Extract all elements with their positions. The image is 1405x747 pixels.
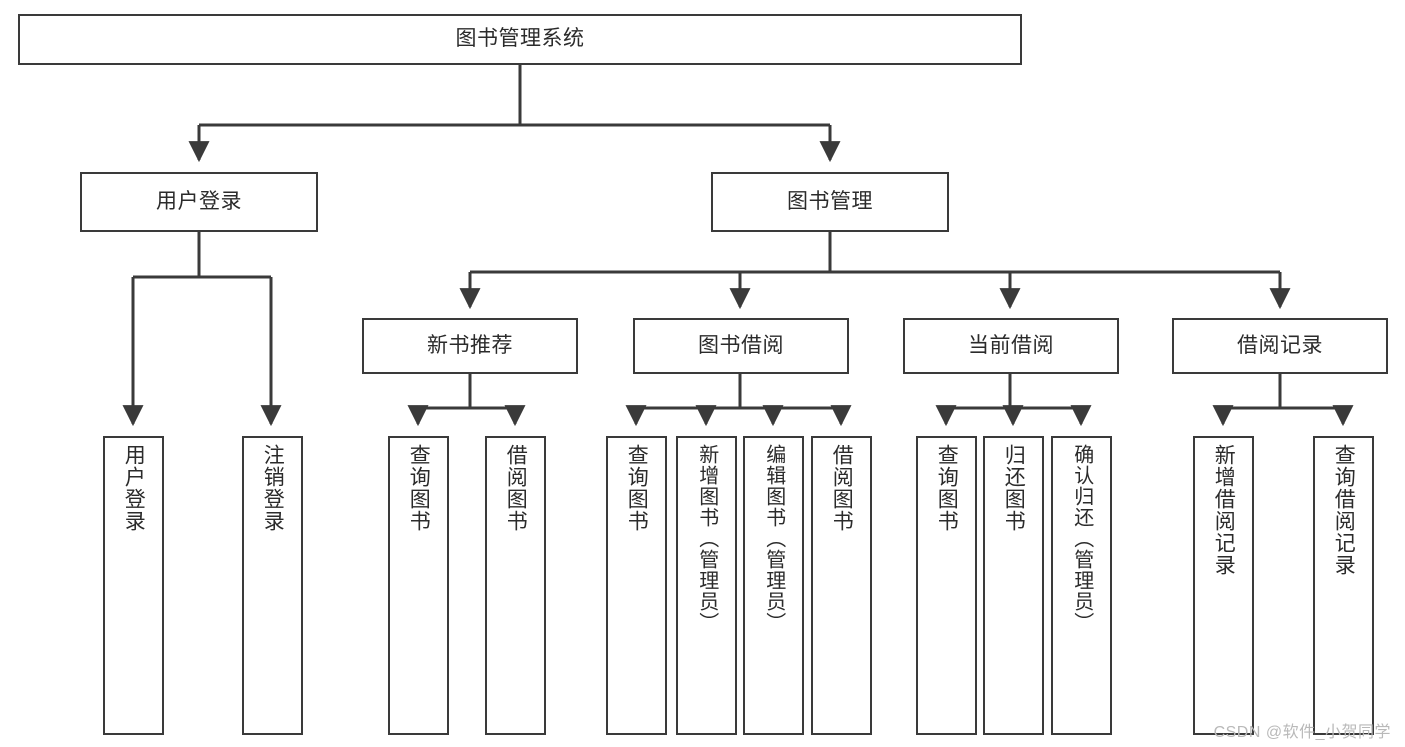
node-borrow-record[interactable]: 借阅记录 bbox=[1172, 318, 1388, 374]
node-book-manage-label: 图书管理 bbox=[787, 189, 873, 213]
node-book-borrow[interactable]: 图书借阅 bbox=[633, 318, 849, 374]
node-leaf-user-login-label: 用户登录 bbox=[122, 444, 146, 532]
node-leaf-query-borrow-record[interactable]: 查询借阅记录 bbox=[1313, 436, 1374, 735]
node-current-borrow-label: 当前借阅 bbox=[968, 333, 1054, 357]
node-leaf-return-book[interactable]: 归还图书 bbox=[983, 436, 1044, 735]
node-leaf-confirm-return[interactable]: 确认归还（管理员） bbox=[1051, 436, 1112, 735]
node-leaf-add-book-label: 新增图书（管理员） bbox=[695, 444, 718, 633]
node-leaf-query-book-2-label: 查询图书 bbox=[625, 444, 649, 532]
node-leaf-add-borrow-record[interactable]: 新增借阅记录 bbox=[1193, 436, 1254, 735]
node-root-label: 图书管理系统 bbox=[455, 27, 585, 51]
node-leaf-confirm-return-label: 确认归还（管理员） bbox=[1070, 444, 1093, 633]
node-leaf-edit-book-label: 编辑图书（管理员） bbox=[762, 444, 785, 633]
node-root[interactable]: 图书管理系统 bbox=[18, 14, 1022, 65]
node-leaf-logout[interactable]: 注销登录 bbox=[242, 436, 303, 735]
node-leaf-query-book-2[interactable]: 查询图书 bbox=[606, 436, 667, 735]
node-leaf-edit-book[interactable]: 编辑图书（管理员） bbox=[743, 436, 804, 735]
node-new-book-rec-label: 新书推荐 bbox=[427, 333, 513, 357]
node-leaf-borrow-book-1[interactable]: 借阅图书 bbox=[485, 436, 546, 735]
node-leaf-user-login[interactable]: 用户登录 bbox=[103, 436, 164, 735]
node-user-login[interactable]: 用户登录 bbox=[80, 172, 318, 232]
node-leaf-borrow-book-2[interactable]: 借阅图书 bbox=[811, 436, 872, 735]
node-user-login-label: 用户登录 bbox=[156, 189, 242, 213]
node-book-borrow-label: 图书借阅 bbox=[698, 333, 784, 357]
node-book-manage[interactable]: 图书管理 bbox=[711, 172, 949, 232]
node-borrow-record-label: 借阅记录 bbox=[1237, 333, 1323, 357]
node-leaf-add-book[interactable]: 新增图书（管理员） bbox=[676, 436, 737, 735]
node-leaf-query-book-3[interactable]: 查询图书 bbox=[916, 436, 977, 735]
node-leaf-borrow-book-2-label: 借阅图书 bbox=[830, 444, 854, 532]
node-new-book-rec[interactable]: 新书推荐 bbox=[362, 318, 578, 374]
node-leaf-logout-label: 注销登录 bbox=[261, 444, 285, 532]
node-leaf-add-borrow-record-label: 新增借阅记录 bbox=[1212, 444, 1236, 576]
node-leaf-query-book-3-label: 查询图书 bbox=[935, 444, 959, 532]
node-leaf-query-book-1-label: 查询图书 bbox=[407, 444, 431, 532]
node-leaf-return-book-label: 归还图书 bbox=[1002, 444, 1026, 532]
node-leaf-query-book-1[interactable]: 查询图书 bbox=[388, 436, 449, 735]
node-leaf-borrow-book-1-label: 借阅图书 bbox=[504, 444, 528, 532]
node-leaf-query-borrow-record-label: 查询借阅记录 bbox=[1332, 444, 1356, 576]
csdn-watermark: CSDN @软件_小贺同学 bbox=[1213, 724, 1391, 741]
node-current-borrow[interactable]: 当前借阅 bbox=[903, 318, 1119, 374]
